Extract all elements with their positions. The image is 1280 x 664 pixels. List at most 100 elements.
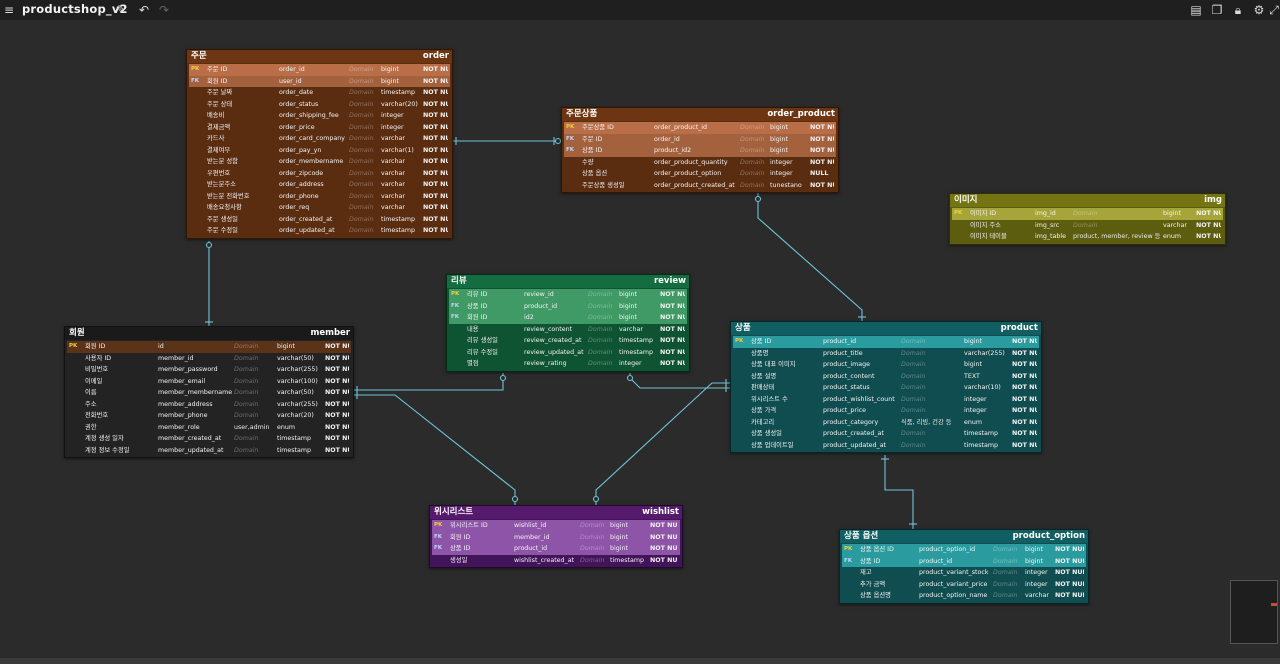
gear-icon[interactable]: ⚙ <box>1253 3 1265 17</box>
column-type: integer <box>1025 580 1048 588</box>
edit-icon[interactable]: ✎ <box>115 3 127 17</box>
copy-icon[interactable]: ❐ <box>1211 3 1223 17</box>
table-physical-name: wishlist <box>642 507 679 517</box>
column-null: NOT NULL <box>1012 361 1037 368</box>
menu-icon[interactable]: ≡ <box>3 3 15 17</box>
column-null: NOT NULL <box>423 100 448 108</box>
column-logical-name: 내용 <box>467 325 479 333</box>
column-logical-name: 카테고리 <box>751 418 775 426</box>
document-icon[interactable]: ▤ <box>1190 3 1202 17</box>
column-domain: Domain <box>740 124 765 131</box>
column-logical-name: 사용자 ID <box>85 354 112 362</box>
expand-icon[interactable]: ⤢ <box>1269 3 1279 17</box>
undo-icon[interactable]: ↶ <box>138 3 150 17</box>
lock-icon[interactable]: 🔒︎ <box>1234 3 1242 17</box>
column-physical-name: product_option_id <box>919 546 976 553</box>
column-null: NOT NULL <box>810 135 834 143</box>
redo-icon[interactable]: ↷ <box>158 3 170 17</box>
column-physical-name: wishlist_id <box>514 522 547 529</box>
column-physical-name: product_id <box>524 302 558 310</box>
document-title[interactable]: productshop_v2 <box>22 2 128 16</box>
column-logical-name: 주문 수정일 <box>207 227 238 234</box>
minimap[interactable] <box>1230 580 1278 644</box>
